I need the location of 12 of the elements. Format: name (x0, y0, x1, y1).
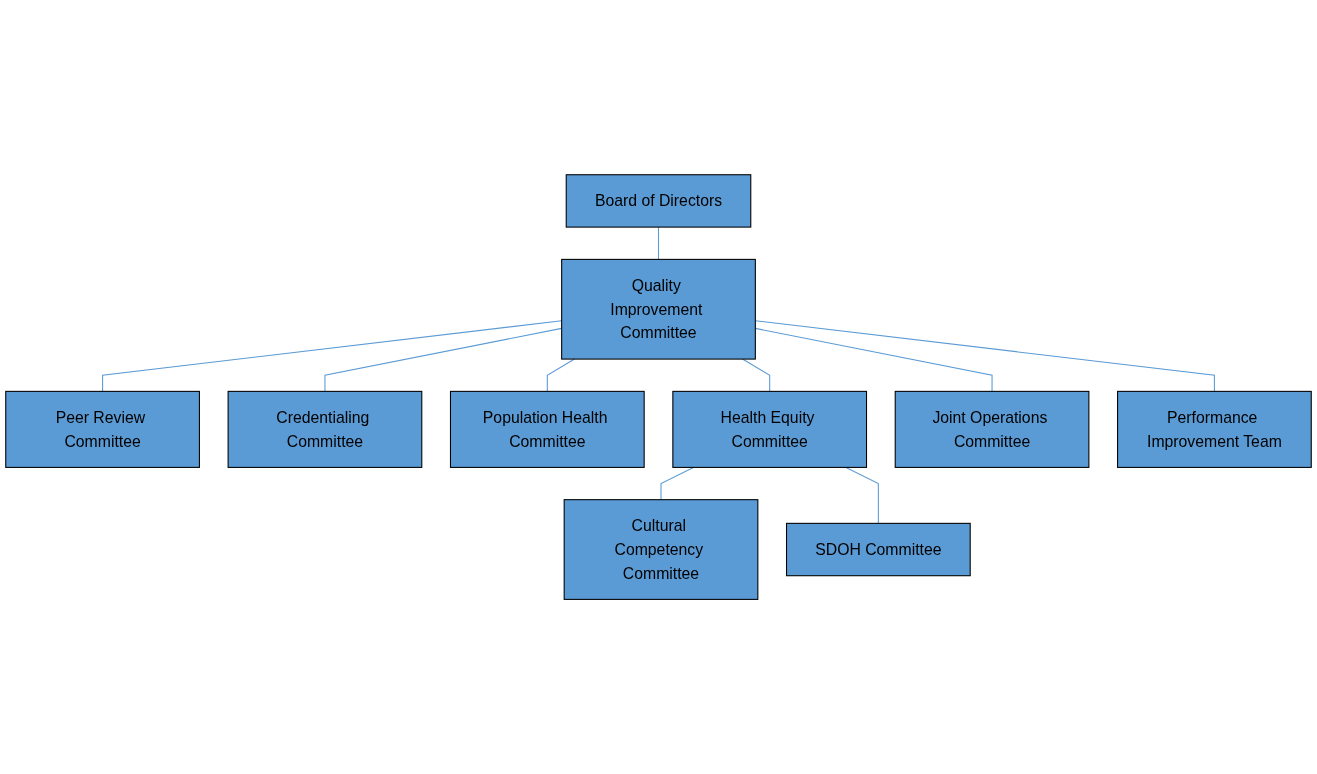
connector (660, 466, 694, 501)
node-box: Joint Operations Committee (894, 390, 1090, 468)
node-box: SDOH Committee (786, 522, 971, 577)
node-box: Cultural Competency Committee (563, 499, 759, 600)
node-box: Credentialing Committee (227, 390, 423, 468)
node-box: Population Health Committee (449, 390, 645, 468)
node-box: Performance Improvement Team (1117, 390, 1312, 468)
connector (657, 226, 660, 260)
node-box: Quality Improvement Committee (561, 258, 756, 360)
node-box: Board of Directors (565, 174, 752, 228)
node-box: Peer Review Committee (5, 390, 200, 468)
node-box: Health Equity Committee (672, 390, 868, 468)
